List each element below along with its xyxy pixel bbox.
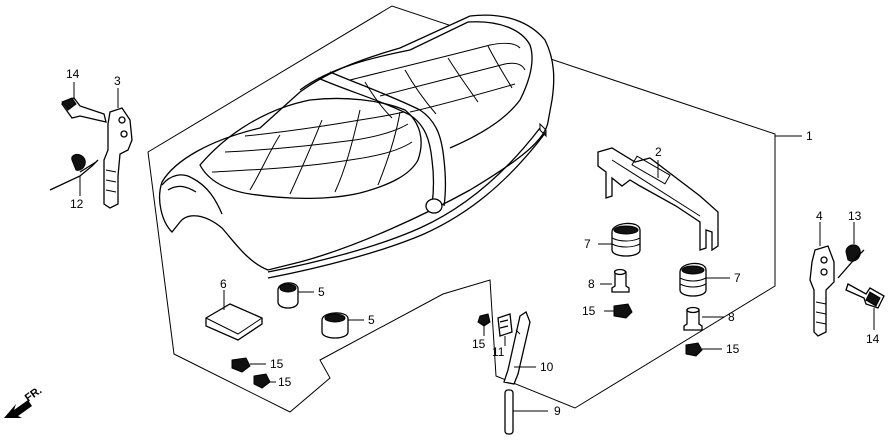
callout-5b: 5 <box>368 313 375 327</box>
callout-15b: 15 <box>726 342 740 356</box>
callout-14a: 14 <box>66 67 80 81</box>
nut-15c <box>477 313 491 327</box>
strap-10 <box>503 311 531 385</box>
callout-12: 12 <box>70 197 84 211</box>
callout-9: 9 <box>554 404 561 418</box>
seat-cushion <box>158 14 555 279</box>
callout-10: 10 <box>540 360 554 374</box>
bolt-right <box>845 283 885 309</box>
bolt-left <box>61 97 107 123</box>
collar-8a <box>611 268 630 293</box>
collar-8b <box>683 306 703 331</box>
nut-15d <box>231 357 251 373</box>
rubber-7a <box>611 222 641 257</box>
callout-1: 1 <box>806 129 813 143</box>
cushion-5b <box>321 312 349 339</box>
hinge-left <box>103 107 133 209</box>
callout-4: 4 <box>816 209 823 223</box>
nut-15a <box>613 303 633 319</box>
assembly-boundary <box>147 5 776 413</box>
callout-15e: 15 <box>278 375 292 389</box>
callout-15c: 15 <box>472 337 486 351</box>
rubber-7b <box>679 262 707 297</box>
clip <box>497 313 513 337</box>
callout-13: 13 <box>848 209 862 223</box>
callout-2: 2 <box>655 145 662 159</box>
callout-7b: 7 <box>734 271 741 285</box>
callout-5a: 5 <box>318 285 325 299</box>
callout-8a: 8 <box>588 277 595 291</box>
spring-left <box>49 153 99 191</box>
callout-6: 6 <box>220 277 227 291</box>
hinge-right <box>809 245 835 337</box>
nut-15e <box>253 373 271 389</box>
callout-3: 3 <box>114 74 121 88</box>
band-9 <box>504 389 514 435</box>
seat-bracket <box>597 147 719 252</box>
spring-right <box>837 244 865 279</box>
callout-7a: 7 <box>584 237 591 251</box>
callout-11: 11 <box>492 345 505 359</box>
cushion-5a <box>277 282 299 309</box>
callout-8b: 8 <box>728 310 735 324</box>
callout-15d: 15 <box>270 357 284 371</box>
callout-14b: 14 <box>866 332 880 346</box>
front-direction-arrow: FR. <box>4 384 44 418</box>
callout-15a: 15 <box>582 304 596 318</box>
nut-15b <box>685 342 703 357</box>
plate <box>205 303 263 341</box>
